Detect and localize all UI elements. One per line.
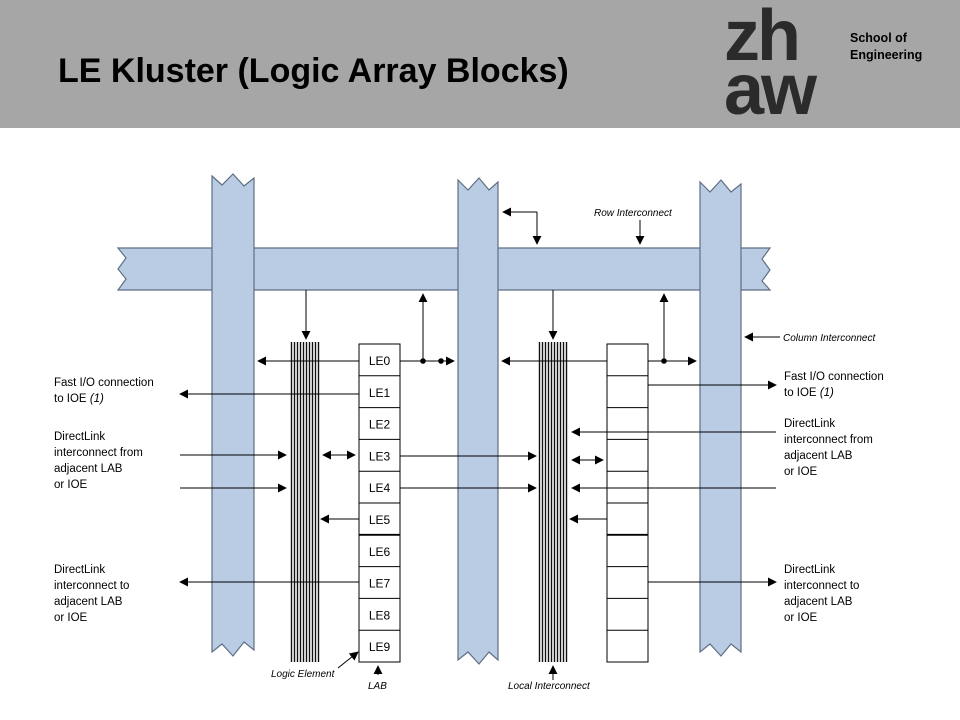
svg-text:to IOE (1): to IOE (1): [54, 393, 104, 405]
right-directlink-to-label: DirectLink interconnect to adjacent LAB …: [784, 564, 859, 624]
junction-dots: [420, 358, 667, 364]
svg-text:adjacent LAB: adjacent LAB: [54, 596, 123, 608]
svg-text:adjacent LAB: adjacent LAB: [784, 450, 853, 462]
svg-text:or IOE: or IOE: [54, 612, 88, 624]
svg-text:interconnect from: interconnect from: [54, 447, 143, 459]
column-interconnect-bus-3: [699, 179, 742, 657]
row-interconnect-label: Row Interconnect: [594, 208, 673, 219]
svg-text:or IOE: or IOE: [784, 612, 818, 624]
le-label: LE3: [369, 449, 391, 463]
svg-text:or IOE: or IOE: [54, 479, 88, 491]
header-bar: LE Kluster (Logic Array Blocks) zh aw Sc…: [0, 0, 960, 128]
svg-text:adjacent LAB: adjacent LAB: [784, 596, 853, 608]
left-directlink-to-label: DirectLink interconnect to adjacent LAB …: [54, 564, 129, 624]
zhaw-logo: zh aw: [724, 0, 834, 130]
svg-text:interconnect from: interconnect from: [784, 434, 873, 446]
svg-text:interconnect to: interconnect to: [54, 580, 129, 592]
svg-text:DirectLink: DirectLink: [784, 564, 835, 576]
local-interconnect-label: Local Interconnect: [508, 681, 591, 692]
le-label: LE0: [369, 354, 391, 368]
local-interconnect-bundle-left: [290, 342, 320, 662]
right-directlink-from-label: DirectLink interconnect from adjacent LA…: [784, 418, 873, 478]
logo-line-1: zh: [724, 0, 801, 76]
svg-text:adjacent LAB: adjacent LAB: [54, 463, 123, 475]
left-fast-io-label: Fast I/O connection to IOE (1): [54, 377, 154, 405]
school-label: School of Engineering: [850, 30, 922, 64]
lab-label: LAB: [368, 681, 387, 692]
logic-element-label: Logic Element: [271, 669, 336, 680]
column-interconnect-bus-1: [211, 173, 255, 657]
column-interconnect-label: Column Interconnect: [783, 333, 876, 344]
left-directlink-from-label: DirectLink interconnect from adjacent LA…: [54, 431, 143, 491]
svg-text:interconnect to: interconnect to: [784, 580, 859, 592]
column-interconnect-bus-2: [457, 177, 499, 665]
le-label: LE6: [369, 545, 391, 559]
lab-dividers: [359, 375, 400, 631]
le-label: LE7: [369, 577, 391, 591]
svg-text:or IOE: or IOE: [784, 466, 818, 478]
le-label: LE5: [369, 513, 391, 527]
school-label-line-1: School of: [850, 31, 907, 45]
le-label: LE8: [369, 608, 391, 622]
local-interconnect-bundle-right: [538, 342, 568, 662]
svg-text:DirectLink: DirectLink: [784, 418, 835, 430]
right-fast-io-label: Fast I/O connection to IOE (1): [784, 371, 884, 399]
row-interconnect-bus: [116, 247, 772, 291]
le-label: LE2: [369, 418, 391, 432]
le-label: LE1: [369, 386, 391, 400]
school-label-line-2: Engineering: [850, 48, 923, 62]
right-lab-dividers: [607, 375, 648, 631]
svg-text:DirectLink: DirectLink: [54, 431, 105, 443]
slide-title: LE Kluster (Logic Array Blocks): [58, 52, 569, 90]
svg-text:Fast I/O connection: Fast I/O connection: [784, 371, 884, 383]
le-label: LE4: [369, 481, 391, 495]
svg-text:DirectLink: DirectLink: [54, 564, 105, 576]
svg-text:to IOE (1): to IOE (1): [784, 387, 834, 399]
logo-line-2: aw: [724, 50, 817, 130]
connection-arrows: [179, 207, 780, 680]
svg-text:Fast I/O connection: Fast I/O connection: [54, 377, 154, 389]
le-label: LE9: [369, 640, 391, 654]
